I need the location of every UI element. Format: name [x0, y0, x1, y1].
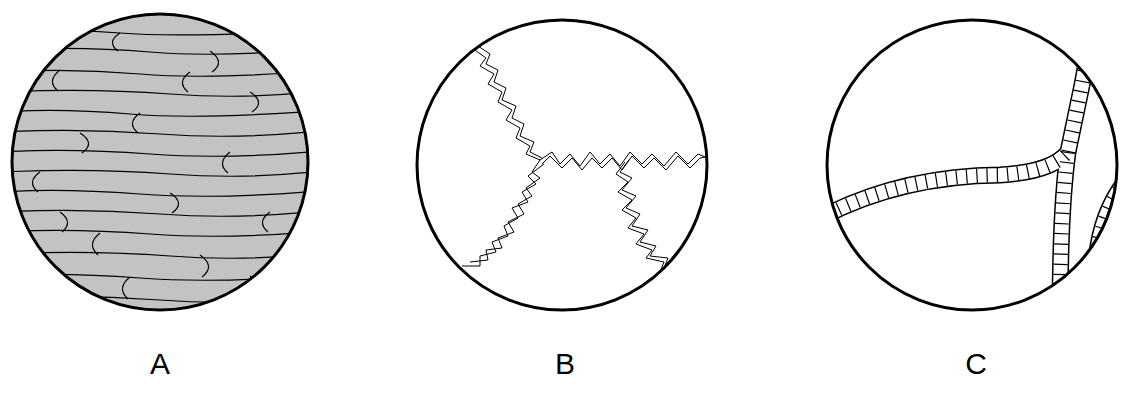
jagged-grain-boundaries [417, 20, 712, 310]
panel-label: B [555, 349, 575, 379]
panel-label: A [150, 349, 170, 379]
panel-label: C [965, 349, 987, 379]
elongated-grains [0, 14, 330, 310]
banded-grain-boundaries [820, 10, 1121, 320]
